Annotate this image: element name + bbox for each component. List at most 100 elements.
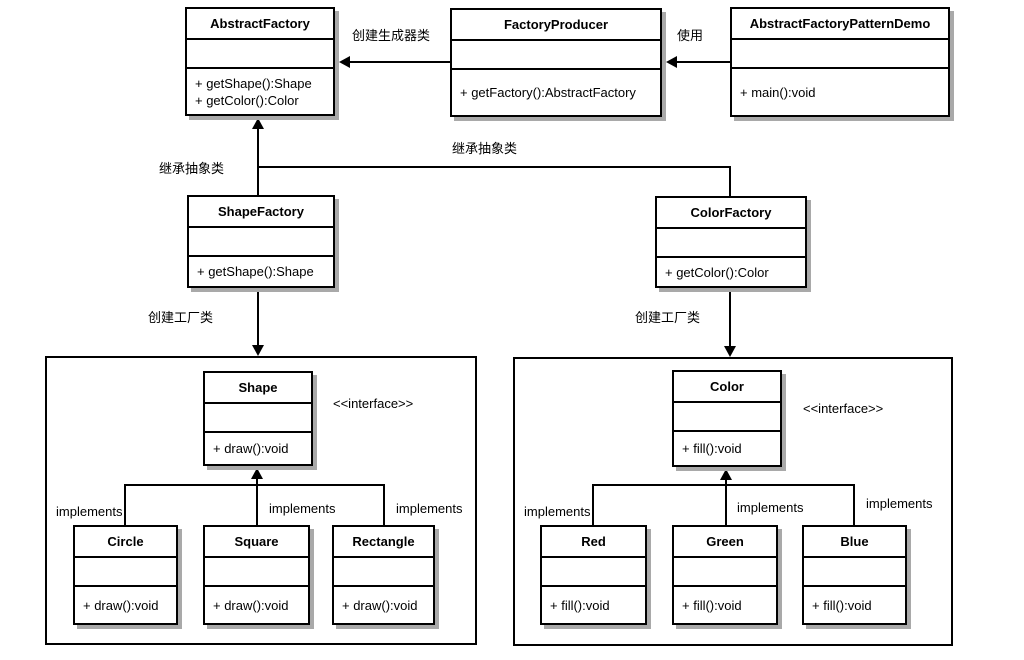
method: + fill():void [550, 597, 610, 613]
class-title: Color [674, 372, 780, 403]
class-attributes [657, 229, 805, 258]
class-methods: + getShape():Shape [189, 257, 333, 286]
class-methods: + draw():void [334, 587, 433, 623]
stereotype-label-color-interface: <<interface>> [803, 401, 884, 416]
color-implementations-group [513, 357, 953, 646]
edge-implements-shape-horizontal [124, 484, 385, 486]
class-methods: + fill():void [804, 587, 905, 623]
method: + getFactory():AbstractFactory [460, 85, 636, 100]
class-methods: + getShape():Shape + getColor():Color [187, 69, 333, 114]
class-title: AbstractFactoryPatternDemo [732, 9, 948, 40]
implements-label-red: implements [524, 504, 591, 519]
class-attributes [75, 558, 176, 587]
method: + main():void [740, 84, 816, 100]
class-title: Shape [205, 373, 311, 404]
arrowhead-to-abstract-factory [339, 56, 350, 68]
edge-producer-to-abstract [350, 61, 450, 63]
class-attributes [189, 228, 333, 257]
class-title: ColorFactory [657, 198, 805, 229]
class-title: Red [542, 527, 645, 558]
class-methods: + draw():void [75, 587, 176, 623]
class-title: Rectangle [334, 527, 433, 558]
class-square: Square + draw():void [203, 525, 310, 625]
shape-implementations-group [45, 356, 477, 645]
class-attributes [804, 558, 905, 587]
class-methods: + main():void [732, 69, 948, 115]
class-color-factory: ColorFactory + getColor():Color [655, 196, 807, 288]
class-methods: + fill():void [542, 587, 645, 623]
class-attributes [542, 558, 645, 587]
class-blue: Blue + fill():void [802, 525, 907, 625]
stereotype-label-shape-interface: <<interface>> [333, 396, 414, 411]
edge-label-create-factory-left: 创建工厂类 [148, 310, 214, 325]
edge-label-use: 使用 [677, 28, 704, 43]
method: + getColor():Color [195, 92, 299, 108]
class-factory-producer: FactoryProducer + getFactory():AbstractF… [450, 8, 662, 117]
arrowhead-creates-colors [724, 346, 736, 357]
edge-circle-implements [124, 484, 126, 525]
class-attributes [205, 558, 308, 587]
class-methods: + draw():void [205, 587, 308, 623]
edge-green-implements [725, 480, 727, 525]
edge-colorfactory-creates [729, 288, 731, 346]
class-title: ShapeFactory [189, 197, 333, 228]
class-attributes [732, 40, 948, 69]
class-methods: + getFactory():AbstractFactory [452, 70, 660, 115]
implements-label-rectangle: implements [396, 501, 463, 516]
class-attributes [674, 403, 780, 432]
implements-label-blue: implements [866, 496, 933, 511]
class-attributes [334, 558, 433, 587]
method: + getShape():Shape [195, 75, 312, 91]
edge-implements-color-horizontal [592, 484, 855, 486]
arrowhead-creates-shapes [252, 345, 264, 356]
class-attributes [674, 558, 776, 587]
class-title: AbstractFactory [187, 9, 333, 40]
class-attributes [452, 41, 660, 70]
arrowhead-implements-color [720, 469, 732, 480]
edge-demo-to-producer [677, 61, 730, 63]
class-title: FactoryProducer [452, 10, 660, 41]
implements-label-green: implements [737, 500, 804, 515]
method: + fill():void [682, 597, 742, 613]
class-title: Green [674, 527, 776, 558]
class-abstract-factory: AbstractFactory + getShape():Shape + get… [185, 7, 335, 116]
method: + fill():void [812, 597, 872, 613]
class-green: Green + fill():void [672, 525, 778, 625]
class-attributes [187, 40, 333, 69]
class-title: Blue [804, 527, 905, 558]
arrowhead-to-factory-producer [666, 56, 677, 68]
method: + draw():void [213, 597, 289, 613]
implements-label-square: implements [269, 501, 336, 516]
method: + draw():void [213, 441, 289, 456]
edge-label-create-factory-right: 创建工厂类 [635, 310, 701, 325]
edge-label-inherit-abstract-right: 继承抽象类 [452, 141, 518, 156]
method: + draw():void [342, 597, 418, 613]
edge-blue-implements [853, 484, 855, 525]
class-shape-factory: ShapeFactory + getShape():Shape [187, 195, 335, 288]
interface-shape: Shape + draw():void [203, 371, 313, 466]
class-methods: + draw():void [205, 433, 311, 464]
edge-shapefactory-extends [257, 129, 259, 195]
edge-shapefactory-creates [257, 288, 259, 346]
arrowhead-implements-shape [251, 468, 263, 479]
method: + fill():void [682, 441, 742, 456]
class-abstract-factory-pattern-demo: AbstractFactoryPatternDemo + main():void [730, 7, 950, 117]
class-attributes [205, 404, 311, 433]
method: + getShape():Shape [197, 264, 314, 279]
class-title: Square [205, 527, 308, 558]
edge-square-implements [256, 479, 258, 525]
edge-label-inherit-abstract-left: 继承抽象类 [159, 161, 225, 176]
class-methods: + fill():void [674, 587, 776, 623]
method: + getColor():Color [665, 264, 769, 280]
class-methods: + fill():void [674, 432, 780, 465]
class-title: Circle [75, 527, 176, 558]
class-circle: Circle + draw():void [73, 525, 178, 625]
method: + draw():void [83, 597, 159, 613]
edge-label-create-producer: 创建生成器类 [352, 28, 431, 43]
edge-red-implements [592, 484, 594, 525]
arrowhead-extends-abstract-factory [252, 118, 264, 129]
implements-label-circle: implements [56, 504, 123, 519]
edge-colorfactory-extends-vertical [729, 166, 731, 196]
class-rectangle: Rectangle + draw():void [332, 525, 435, 625]
